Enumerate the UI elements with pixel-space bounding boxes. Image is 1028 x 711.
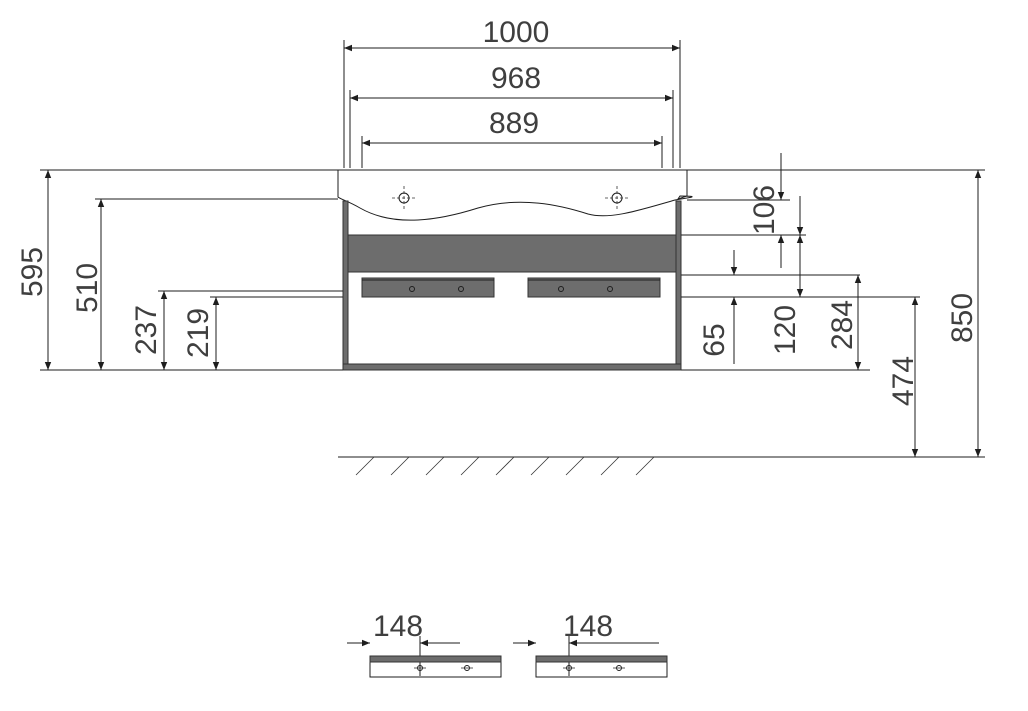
dim-label-510: 510 [71, 263, 104, 313]
drawer-right [527, 277, 661, 298]
dimension-height-120: 120 [681, 196, 806, 355]
dimension-width-frame: 968 [349, 62, 674, 168]
drawer-left [361, 277, 495, 298]
dim-label-968: 968 [491, 62, 541, 95]
dim-label-1000: 1000 [483, 16, 550, 49]
dim-label-850: 850 [946, 293, 979, 343]
dim-label-595: 595 [16, 247, 49, 297]
dim-label-120: 120 [769, 305, 802, 355]
dimension-width-overall: 1000 [343, 16, 681, 168]
tap-hole-left-icon [392, 186, 416, 210]
dim-label-889: 889 [489, 107, 539, 140]
dimension-width-taps: 889 [361, 107, 663, 168]
dim-label-284: 284 [826, 300, 859, 350]
dimension-height-474: 474 [681, 297, 920, 457]
dimension-height-510: 510 [71, 198, 338, 370]
dim-label-148-right: 148 [563, 610, 613, 643]
tap-hole-right-icon [605, 186, 629, 210]
dimension-height-595: 595 [16, 169, 343, 371]
dimension-height-284: 284 [681, 275, 920, 370]
dim-label-237: 237 [130, 305, 163, 355]
floor-line [338, 456, 985, 476]
dim-label-474: 474 [887, 356, 920, 406]
basin-countertop [337, 169, 693, 221]
dimension-basin-depth-106: 106 [687, 153, 790, 268]
dim-label-148-left: 148 [373, 610, 423, 643]
drawer-detail-left: 148 [347, 610, 502, 678]
dim-label-65: 65 [698, 323, 731, 356]
dim-label-106: 106 [748, 185, 781, 235]
cabinet-frame [342, 200, 682, 371]
dimension-height-65: 65 [681, 250, 860, 364]
dim-label-219: 219 [182, 308, 215, 358]
dimension-height-219: 219 [182, 296, 343, 370]
dimension-height-237: 237 [130, 290, 343, 370]
drawer-detail-right: 148 [513, 610, 668, 678]
dimension-height-850: 850 [687, 169, 985, 457]
